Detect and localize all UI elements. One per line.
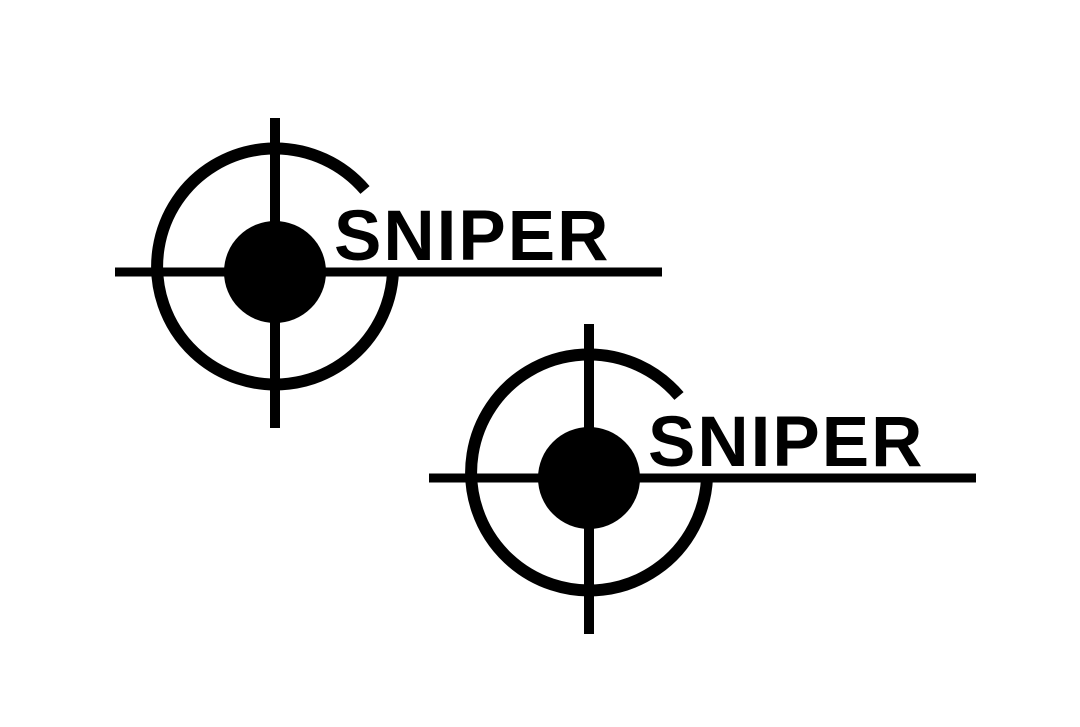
crosshair-logo-graphic: SNIPER — [429, 324, 976, 634]
crosshair-logo-graphic: SNIPER — [115, 118, 662, 428]
sniper-logo: SNIPER — [424, 318, 984, 638]
crosshair-target-icon — [429, 324, 976, 634]
logo-word: SNIPER — [648, 403, 924, 482]
logo-word: SNIPER — [334, 197, 610, 276]
bullseye-dot — [224, 221, 326, 323]
crosshair-target-icon — [115, 118, 662, 428]
sniper-logo: SNIPER — [110, 112, 670, 432]
bullseye-dot — [538, 427, 640, 529]
